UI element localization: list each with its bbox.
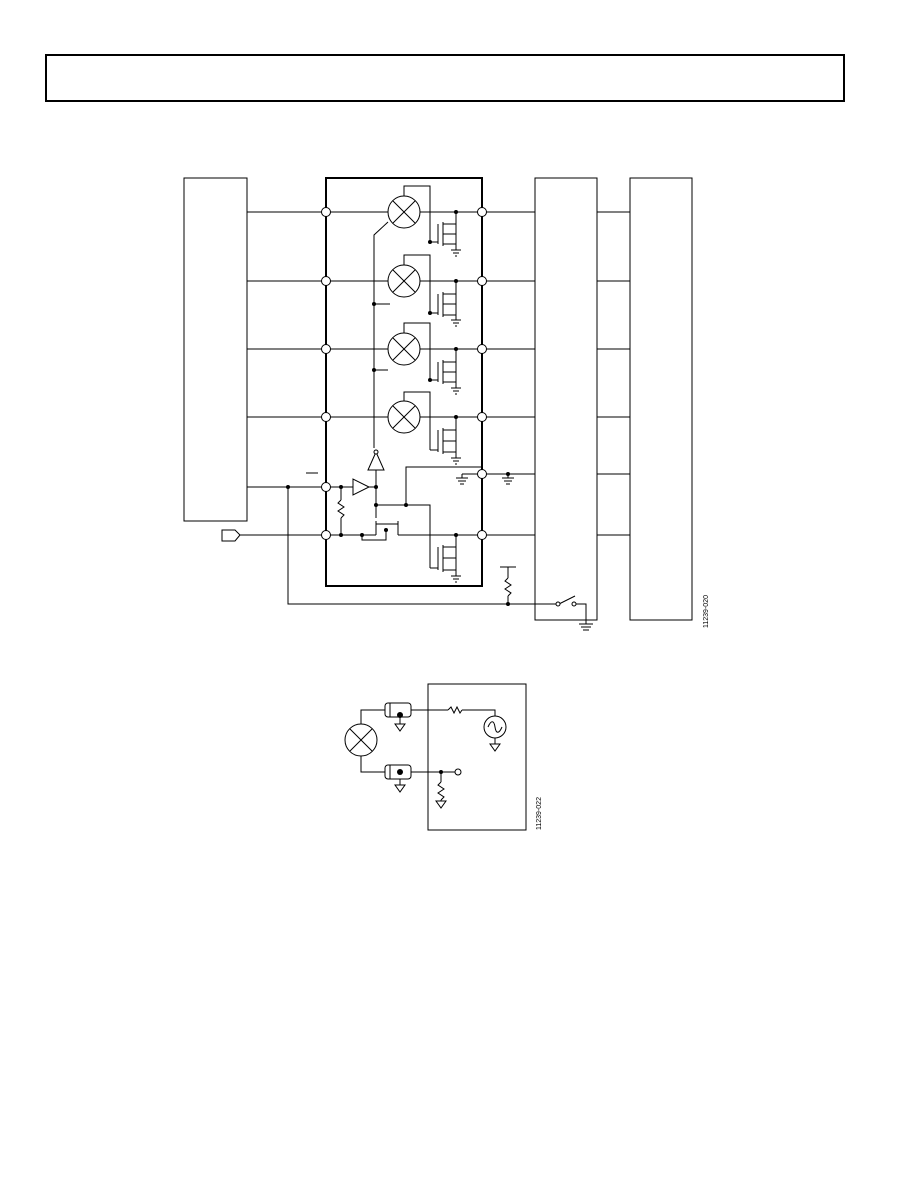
mosfet-1 bbox=[430, 212, 461, 257]
mosfet-2 bbox=[430, 281, 461, 327]
coax-connector-top bbox=[384, 702, 412, 732]
mosfet-5 bbox=[406, 504, 461, 583]
test-equipment-box bbox=[427, 683, 527, 831]
lamp-1 bbox=[387, 195, 421, 229]
right-block-1 bbox=[534, 177, 598, 621]
lamp-4 bbox=[387, 400, 421, 434]
lamp-3 bbox=[387, 332, 421, 366]
coax-connector-bottom bbox=[384, 764, 412, 793]
left-block bbox=[183, 177, 248, 522]
switch-circuit-diagram: 11239-020 bbox=[183, 177, 710, 631]
test-lamp bbox=[344, 723, 378, 757]
figure-code-1: 11239-020 bbox=[703, 595, 710, 628]
right-block-2 bbox=[629, 177, 693, 621]
mosfet-3 bbox=[430, 349, 461, 395]
mosfet-4 bbox=[430, 417, 461, 465]
buffer-up bbox=[367, 450, 385, 471]
lamp-2 bbox=[387, 264, 421, 298]
ic-package bbox=[325, 177, 483, 587]
figure-code-2: 11239-022 bbox=[536, 797, 543, 830]
ac-source bbox=[483, 715, 507, 739]
buffer-right bbox=[352, 478, 371, 496]
page-header-box bbox=[45, 54, 845, 102]
